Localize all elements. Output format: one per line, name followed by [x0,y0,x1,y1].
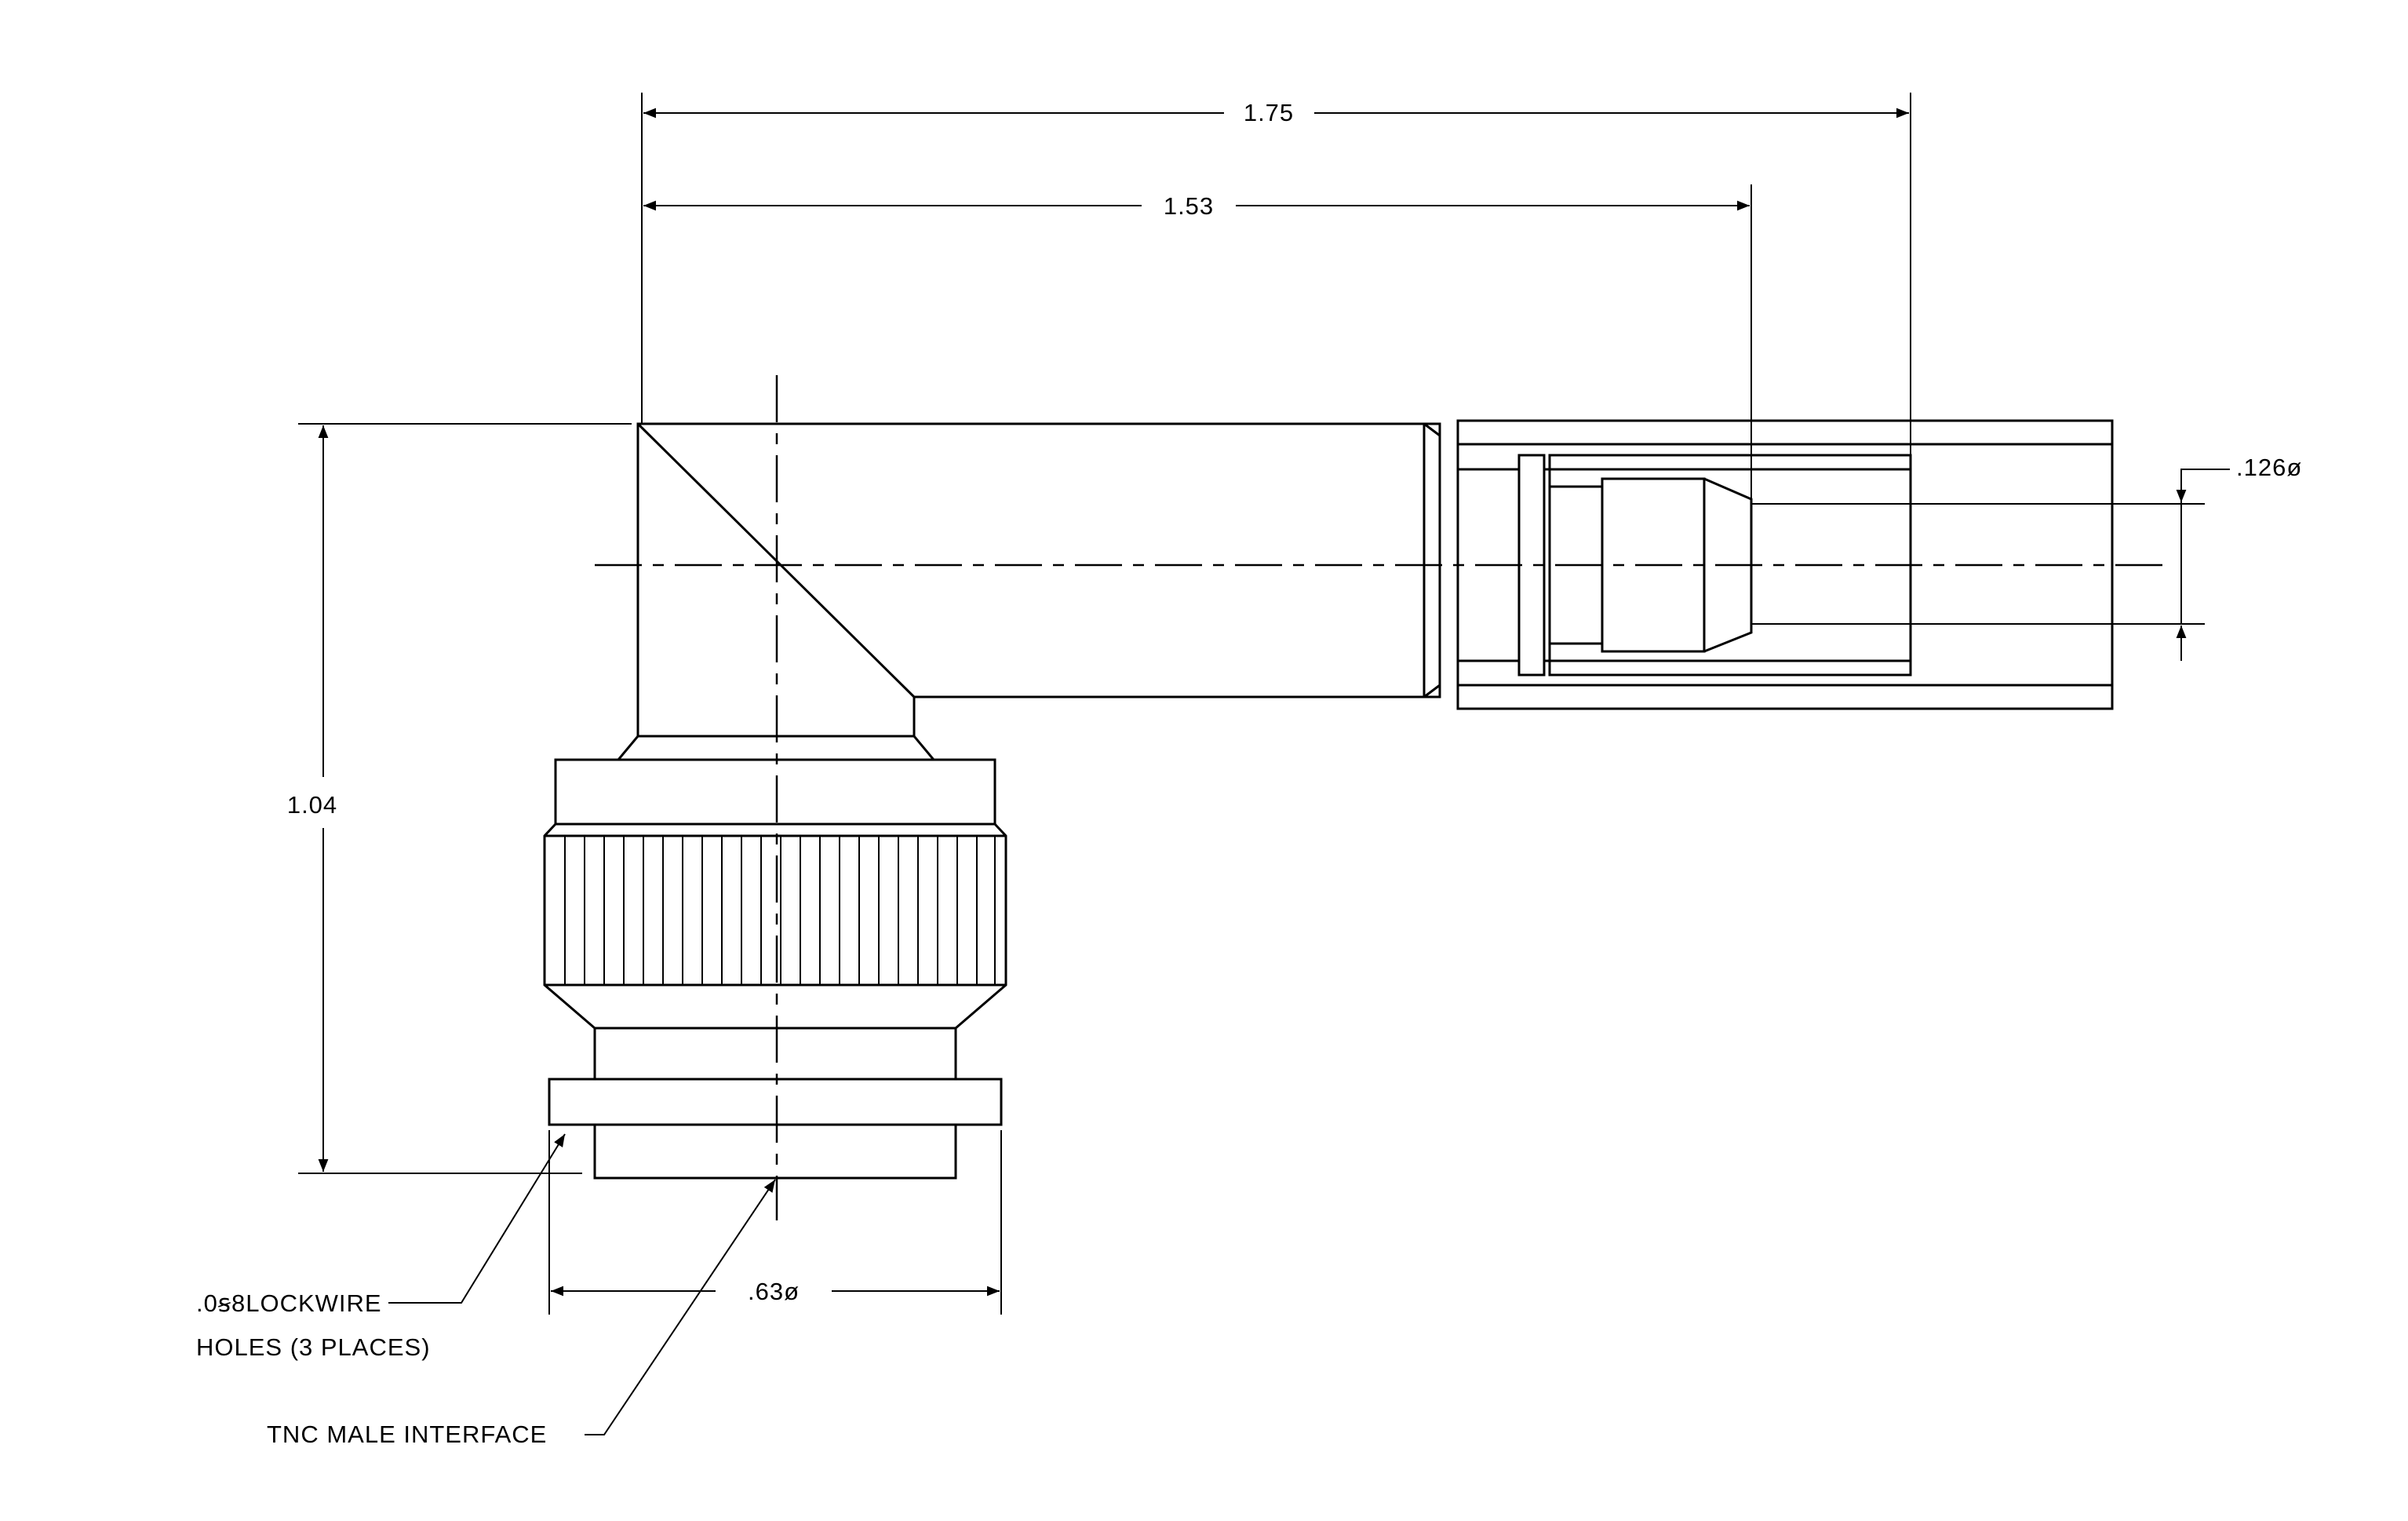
coupling-nut [543,735,1007,1180]
knurl-lines [564,836,996,985]
dimension-body-length: 1.53 [643,192,1750,220]
dim-1-53-label: 1.53 [1164,192,1214,220]
tnc-interface-callout: TNC MALE INTERFACE [267,1179,776,1448]
dimension-overall-length: 1.75 [643,99,1909,126]
dim-1-04-label: 1.04 [287,791,337,819]
tnc-interface-label: TNC MALE INTERFACE [267,1421,547,1448]
lockwire-label-line2: HOLES (3 PLACES) [196,1333,431,1361]
dim-126-label: .126ø [2236,454,2302,481]
right-angle-body [636,422,1441,738]
dimension-interface-diameter: .63ø [551,1278,1000,1305]
dimension-pin-diameter: .126ø [2176,454,2302,661]
lockwire-callout: .0ꞩ8LOCKWIRE HOLES (3 PLACES) [196,1133,566,1361]
dim-1-75-label: 1.75 [1244,99,1294,126]
lockwire-label-line1: .0ꞩ8LOCKWIRE [196,1289,382,1317]
dimension-height: 1.04 [287,425,337,1172]
dim-63-label: .63ø [748,1278,800,1305]
